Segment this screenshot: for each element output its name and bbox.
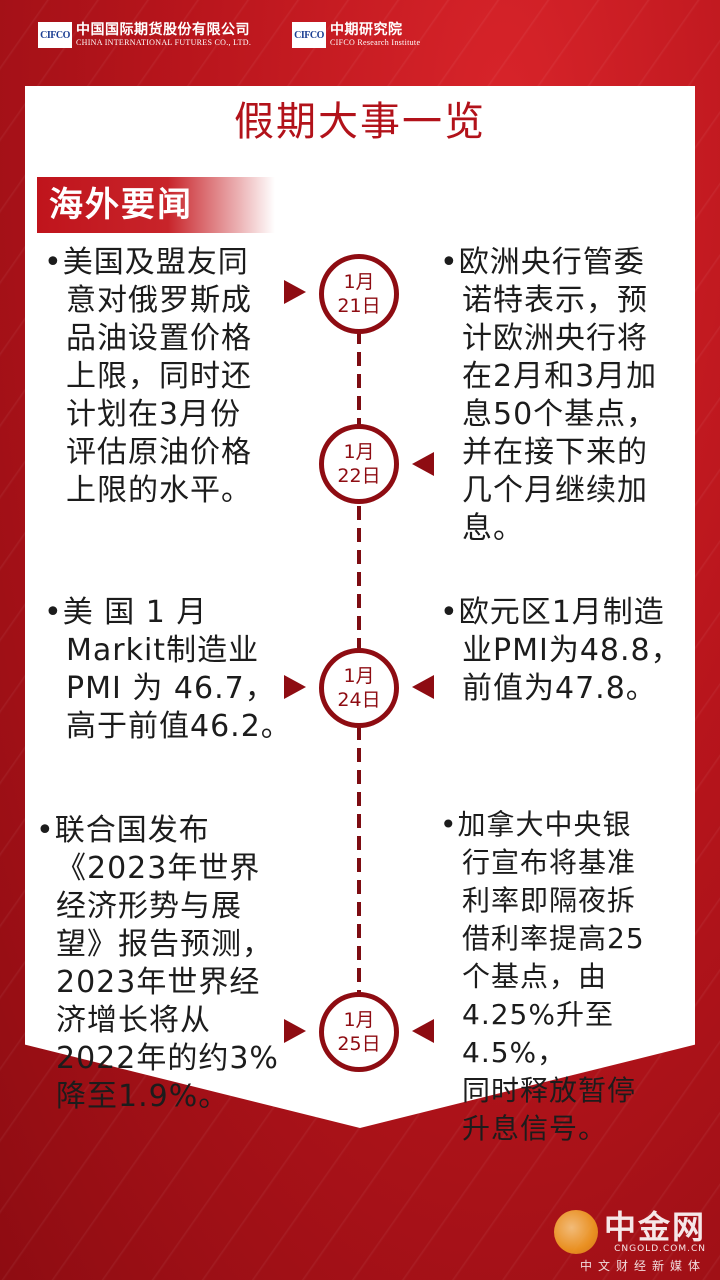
section-heading: 海外要闻 bbox=[37, 177, 275, 233]
research-logo: CIFCO 中期研究院 CIFCO Research Institute bbox=[292, 22, 420, 48]
news-line: 品油设置价格 bbox=[66, 321, 252, 356]
news-line: •美国及盟友同 bbox=[44, 245, 249, 280]
date-node-0121: 1月 21日 bbox=[319, 254, 399, 334]
news-line: 前值为47.8。 bbox=[462, 671, 657, 706]
cngold-watermark: 中金网 CNGOLD.COM.CN bbox=[553, 1208, 706, 1254]
news-line: 几个月继续加 bbox=[462, 473, 648, 508]
news-line: 借利率提高25 bbox=[462, 922, 645, 955]
news-0124-right: •欧元区1月制造 业PMI为48.8， 前值为47.8。 bbox=[440, 594, 690, 708]
news-0121-left: •美国及盟友同 意对俄罗斯成 品油设置价格 上限，同时还 计划在3月份 评估原油… bbox=[44, 244, 280, 510]
news-line: Markit制造业 bbox=[66, 633, 260, 668]
news-0122-right: •欧洲央行管委 诺特表示，预 计欧洲央行将 在2月和3月加 息50个基点， 并在… bbox=[440, 244, 690, 548]
news-0125-right: •加拿大中央银 行宣布将基准 利率即隔夜拆 借利率提高25 个基点，由 4.25… bbox=[440, 806, 702, 1148]
date-month: 1月 bbox=[343, 1009, 375, 1031]
arrow-left-icon bbox=[412, 675, 434, 699]
research-name-cn: 中期研究院 bbox=[330, 22, 403, 38]
cngold-tagline: 中文财经新媒体 bbox=[579, 1259, 706, 1273]
arrow-right-icon bbox=[284, 675, 306, 699]
news-line: 济增长将从 bbox=[56, 1003, 211, 1038]
news-line: 利率即隔夜拆 bbox=[462, 884, 637, 917]
date-day: 21日 bbox=[337, 295, 381, 317]
news-line: 并在接下来的 bbox=[462, 435, 648, 470]
news-0125-left: •联合国发布 《2023年世界 经济形势与展 望》报告预测， 2023年世界经 … bbox=[36, 812, 294, 1116]
cifco-logo: CIFCO 中国国际期货股份有限公司 CHINA INTERNATIONAL F… bbox=[38, 22, 251, 48]
news-line: 升息信号。 bbox=[462, 1112, 608, 1145]
date-day: 24日 bbox=[337, 689, 381, 711]
arrow-left-icon bbox=[412, 452, 434, 476]
research-logo-mark: CIFCO bbox=[292, 22, 326, 48]
cngold-logo-icon bbox=[553, 1210, 598, 1254]
news-line: •联合国发布 bbox=[36, 813, 210, 848]
news-line: •欧洲央行管委 bbox=[440, 245, 645, 280]
date-month: 1月 bbox=[343, 665, 375, 687]
cngold-domain: CNGOLD.COM.CN bbox=[614, 1244, 706, 1254]
news-line: 降至1.9%。 bbox=[56, 1079, 230, 1114]
news-line: 行宣布将基准 bbox=[462, 846, 637, 879]
news-line: 《2023年世界 bbox=[56, 851, 261, 886]
cifco-name-cn: 中国国际期货股份有限公司 bbox=[76, 22, 250, 38]
date-node-0125: 1月 25日 bbox=[319, 992, 399, 1072]
news-line: 个基点，由 bbox=[462, 960, 608, 993]
news-line: •美 国 1 月 bbox=[44, 595, 208, 630]
cifco-logo-mark: CIFCO bbox=[38, 22, 72, 48]
news-0124-left: •美 国 1 月 Markit制造业 PMI 为 46.7， 高于前值46.2。 bbox=[44, 594, 294, 746]
news-line: 计欧洲央行将 bbox=[462, 321, 648, 356]
date-node-0124: 1月 24日 bbox=[319, 648, 399, 728]
news-line: •加拿大中央银 bbox=[440, 808, 632, 841]
news-line: 计划在3月份 bbox=[66, 397, 242, 432]
news-line: 在2月和3月加 bbox=[462, 359, 658, 394]
news-line: 意对俄罗斯成 bbox=[66, 283, 252, 318]
news-line: 2022年的约3% bbox=[56, 1041, 279, 1076]
news-line: 息。 bbox=[462, 511, 524, 546]
news-line: •欧元区1月制造 bbox=[440, 595, 665, 630]
news-line: 上限，同时还 bbox=[66, 359, 252, 394]
arrow-left-icon bbox=[412, 1019, 434, 1043]
arrow-right-icon bbox=[284, 280, 306, 304]
news-line: 同时释放暂停 bbox=[462, 1074, 637, 1107]
date-node-0122: 1月 22日 bbox=[319, 424, 399, 504]
arrow-right-icon bbox=[284, 1019, 306, 1043]
date-month: 1月 bbox=[343, 441, 375, 463]
news-line: 高于前值46.2。 bbox=[66, 709, 292, 744]
news-line: PMI 为 46.7， bbox=[66, 671, 276, 706]
cifco-name-en: CHINA INTERNATIONAL FUTURES CO., LTD. bbox=[76, 38, 252, 47]
news-line: 业PMI为48.8， bbox=[462, 633, 682, 668]
date-month: 1月 bbox=[343, 271, 375, 293]
news-line: 4.25%升至4.5%， bbox=[462, 998, 614, 1069]
page-title: 假期大事一览 bbox=[234, 99, 486, 145]
news-line: 评估原油价格 bbox=[66, 435, 252, 470]
news-line: 息50个基点， bbox=[462, 397, 658, 432]
news-line: 经济形势与展 bbox=[56, 889, 242, 924]
news-line: 上限的水平。 bbox=[66, 473, 252, 508]
news-line: 望》报告预测， bbox=[56, 927, 273, 962]
news-line: 诺特表示，预 bbox=[462, 283, 648, 318]
date-day: 25日 bbox=[337, 1033, 381, 1055]
research-name-en: CIFCO Research Institute bbox=[330, 38, 421, 47]
cngold-name: 中金网 bbox=[603, 1208, 706, 1246]
news-line: 2023年世界经 bbox=[56, 965, 261, 1000]
date-day: 22日 bbox=[337, 465, 381, 487]
